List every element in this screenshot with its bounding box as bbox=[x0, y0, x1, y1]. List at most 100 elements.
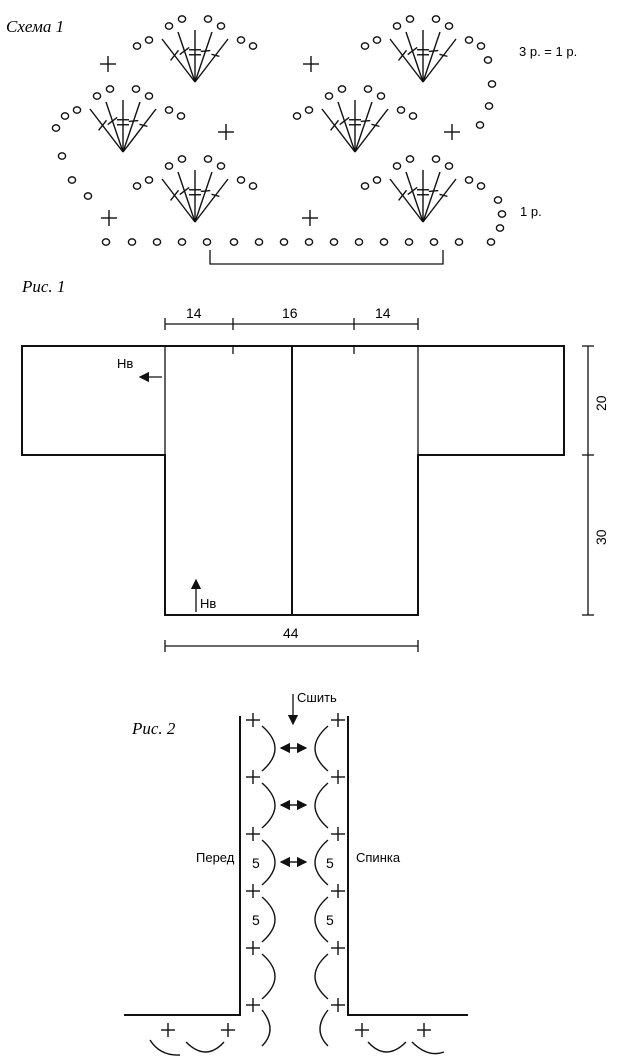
plus-stitch-icon bbox=[331, 713, 345, 727]
chain-stitch-icon bbox=[248, 42, 258, 50]
chain-stitch-icon bbox=[392, 162, 402, 170]
arch-stitch bbox=[314, 953, 329, 1000]
plus-stitch-icon bbox=[246, 941, 260, 955]
chain-stitch-icon bbox=[408, 112, 418, 120]
chain-stitch-icon bbox=[132, 182, 142, 190]
arch-stitch bbox=[185, 1041, 225, 1053]
chain-stitch-icon bbox=[203, 15, 213, 23]
double-crochet-fan-icon bbox=[60, 85, 186, 153]
chain-stitch-icon bbox=[454, 238, 464, 246]
fig1-dim-left: 14 bbox=[186, 305, 202, 321]
chain-stitch-icon bbox=[444, 162, 454, 170]
scheme1-stitch-pattern bbox=[51, 15, 507, 246]
chain-stitch-icon bbox=[105, 85, 115, 93]
chain-stitch-icon bbox=[83, 192, 93, 200]
arch-stitch bbox=[261, 953, 276, 1000]
arch-stitch bbox=[314, 839, 329, 886]
chain-stitch-icon bbox=[92, 92, 102, 100]
fig2-sew-label: Сшить bbox=[297, 690, 337, 705]
chain-stitch-icon bbox=[236, 36, 246, 44]
chain-stitch-icon bbox=[132, 42, 142, 50]
double-crochet-fan-icon bbox=[132, 15, 258, 83]
chain-stitch-icon bbox=[101, 238, 111, 246]
plus-stitch-icon bbox=[331, 827, 345, 841]
chain-stitch-icon bbox=[127, 238, 137, 246]
chain-stitch-icon bbox=[144, 92, 154, 100]
plus-stitch-icon bbox=[355, 1023, 369, 1037]
chain-stitch-icon bbox=[329, 238, 339, 246]
arch-stitch bbox=[149, 1039, 181, 1056]
chain-stitch-icon bbox=[431, 15, 441, 23]
chain-stitch-icon bbox=[476, 42, 486, 50]
chain-stitch-icon bbox=[354, 238, 364, 246]
arch-stitch bbox=[314, 896, 329, 943]
chain-stitch-icon bbox=[248, 182, 258, 190]
arch-stitch bbox=[261, 896, 276, 943]
plus-stitch-icon bbox=[246, 827, 260, 841]
arch-stitch bbox=[319, 1009, 329, 1047]
chain-stitch-icon bbox=[497, 210, 507, 218]
plus-stitch-icon bbox=[101, 210, 117, 226]
fig1-bottom-dimension bbox=[164, 640, 419, 652]
fig1-dim-height-top: 20 bbox=[593, 395, 609, 411]
arch-stitch bbox=[261, 782, 276, 829]
chain-stitch-icon bbox=[405, 155, 415, 163]
fig2-number: 5 bbox=[252, 855, 260, 871]
chain-stitch-icon bbox=[444, 22, 454, 30]
fig2-number: 5 bbox=[326, 912, 334, 928]
chain-stitch-icon bbox=[177, 238, 187, 246]
arch-stitch bbox=[314, 725, 329, 772]
chain-stitch-icon bbox=[144, 36, 154, 44]
chain-stitch-icon bbox=[484, 102, 494, 110]
chain-stitch-icon bbox=[292, 112, 302, 120]
chain-stitch-icon bbox=[144, 176, 154, 184]
fig1-top-dimension bbox=[164, 318, 419, 330]
chain-stitch-icon bbox=[152, 238, 162, 246]
scheme1-repeat-bracket bbox=[209, 250, 444, 265]
chain-stitch-icon bbox=[431, 155, 441, 163]
chain-stitch-icon bbox=[495, 224, 505, 232]
chain-stitch-icon bbox=[177, 155, 187, 163]
plus-stitch-icon bbox=[246, 884, 260, 898]
chain-stitch-icon bbox=[464, 176, 474, 184]
fig2-join-arrows bbox=[279, 742, 308, 868]
plus-stitch-icon bbox=[246, 770, 260, 784]
scheme1-row-label-bottom: 1 р. bbox=[520, 204, 542, 219]
plus-stitch-icon bbox=[246, 713, 260, 727]
chain-stitch-icon bbox=[360, 182, 370, 190]
fig1-marker-bottom: Нв bbox=[200, 596, 216, 611]
chain-stitch-icon bbox=[475, 121, 485, 129]
plus-stitch-icon bbox=[246, 998, 260, 1012]
chain-stitch-icon bbox=[379, 238, 389, 246]
plus-stitch-icon bbox=[331, 884, 345, 898]
plus-stitch-icon bbox=[331, 770, 345, 784]
chain-stitch-icon bbox=[229, 238, 239, 246]
chain-stitch-icon bbox=[164, 22, 174, 30]
chain-stitch-icon bbox=[216, 22, 226, 30]
plus-stitch-icon bbox=[302, 210, 318, 226]
chain-stitch-icon bbox=[177, 15, 187, 23]
chain-stitch-icon bbox=[202, 238, 212, 246]
chain-stitch-icon bbox=[483, 56, 493, 64]
fig1-marker-top: Нв bbox=[117, 356, 133, 371]
fig2-title: Рис. 2 bbox=[131, 719, 176, 738]
chain-stitch-icon bbox=[376, 92, 386, 100]
chain-stitch-icon bbox=[203, 155, 213, 163]
plus-stitch-icon bbox=[331, 998, 345, 1012]
plus-stitch-icon bbox=[221, 1023, 235, 1037]
chain-stitch-icon bbox=[487, 80, 497, 88]
plus-stitch-icon bbox=[444, 124, 460, 140]
chain-stitch-icon bbox=[464, 36, 474, 44]
plus-stitch-icon bbox=[417, 1023, 431, 1037]
fig2-number: 5 bbox=[326, 855, 334, 871]
arch-stitch bbox=[261, 725, 276, 772]
chain-stitch-icon bbox=[216, 162, 226, 170]
chain-stitch-icon bbox=[372, 176, 382, 184]
chain-stitch-icon bbox=[324, 92, 334, 100]
chain-stitch-icon bbox=[164, 106, 174, 114]
double-crochet-fan-icon bbox=[360, 155, 486, 223]
fig2-stitch-pattern bbox=[149, 713, 445, 1056]
plus-stitch-icon bbox=[100, 56, 116, 72]
chain-stitch-icon bbox=[164, 162, 174, 170]
chain-stitch-icon bbox=[476, 182, 486, 190]
